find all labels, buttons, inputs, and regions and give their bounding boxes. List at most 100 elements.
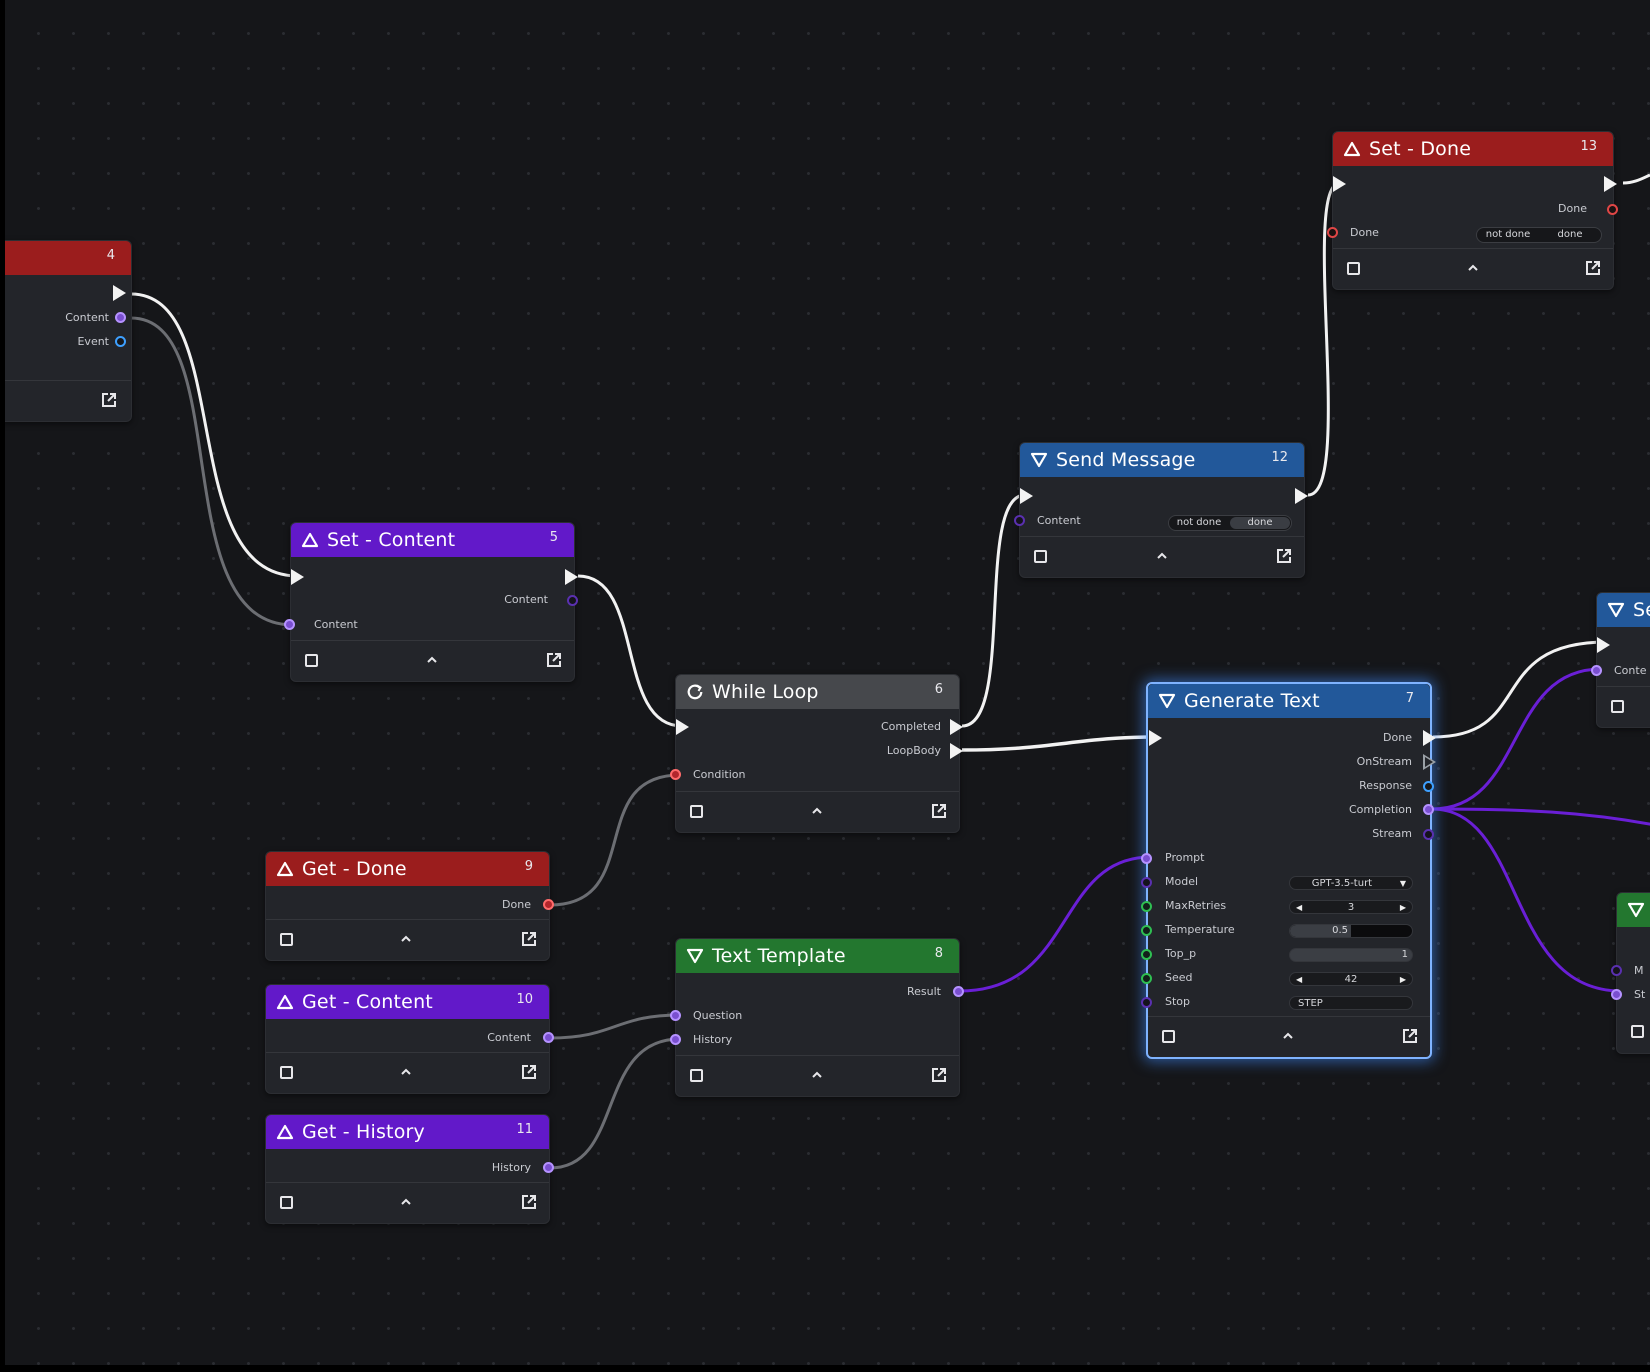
node-partial-green[interactable]: M St bbox=[1611, 892, 1650, 1054]
graph-canvas[interactable]: 4 Content Event Set - Content 5 Content … bbox=[5, 0, 1650, 1365]
content-output-port[interactable] bbox=[115, 312, 126, 323]
square-icon[interactable] bbox=[301, 650, 321, 670]
square-icon[interactable] bbox=[1607, 696, 1627, 716]
open-external-icon[interactable] bbox=[929, 801, 949, 821]
done-output-port[interactable] bbox=[1607, 204, 1618, 215]
square-icon[interactable] bbox=[276, 929, 296, 949]
exec-output-port[interactable] bbox=[113, 285, 126, 301]
open-external-icon[interactable] bbox=[929, 1065, 949, 1085]
exec-output-port[interactable] bbox=[565, 569, 578, 585]
decrement-arrow-icon[interactable]: ◀ bbox=[1296, 902, 1303, 912]
chevron-up-icon[interactable] bbox=[807, 801, 827, 821]
open-external-icon[interactable] bbox=[1583, 258, 1603, 278]
node-get-history[interactable]: Get - History 11 History bbox=[265, 1114, 554, 1224]
content-input-port[interactable] bbox=[1014, 515, 1025, 526]
node-header[interactable]: Get - Done 9 bbox=[266, 852, 549, 886]
model-input-port[interactable] bbox=[1141, 877, 1152, 888]
square-icon[interactable] bbox=[686, 1065, 706, 1085]
maxretries-input-port[interactable] bbox=[1141, 901, 1152, 912]
node-set-done[interactable]: Set - Done 13 Done Done not done done bbox=[1327, 131, 1618, 290]
done-toggle[interactable]: not done done bbox=[1168, 515, 1292, 531]
event-output-port[interactable] bbox=[115, 336, 126, 347]
chevron-up-icon[interactable] bbox=[1152, 546, 1172, 566]
node-header[interactable]: Get - History 11 bbox=[266, 1115, 549, 1149]
open-external-icon[interactable] bbox=[544, 650, 564, 670]
toggle-option-done[interactable]: done bbox=[1557, 229, 1583, 240]
open-external-icon[interactable] bbox=[519, 1192, 539, 1212]
chevron-up-icon[interactable] bbox=[422, 650, 442, 670]
result-output-port[interactable] bbox=[953, 986, 964, 997]
square-icon[interactable] bbox=[1030, 546, 1050, 566]
decrement-arrow-icon[interactable]: ◀ bbox=[1296, 974, 1303, 984]
exec-output-port[interactable] bbox=[1295, 488, 1308, 504]
node-4-header[interactable]: 4 bbox=[5, 241, 131, 275]
content-output-port[interactable] bbox=[543, 1032, 554, 1043]
square-icon[interactable] bbox=[1343, 258, 1363, 278]
node-while-loop[interactable]: While Loop 6 Completed LoopBody Conditio… bbox=[670, 674, 963, 833]
maxretries-stepper[interactable]: ◀ 3 ▶ bbox=[1289, 900, 1413, 914]
completion-output-port[interactable] bbox=[1423, 804, 1434, 815]
input-port-m[interactable] bbox=[1611, 965, 1622, 976]
open-external-icon[interactable] bbox=[99, 390, 119, 410]
done-exec-port[interactable] bbox=[1423, 730, 1436, 746]
prompt-input-port[interactable] bbox=[1141, 853, 1152, 864]
exec-input-port[interactable] bbox=[1597, 637, 1610, 653]
open-external-icon[interactable] bbox=[1274, 546, 1294, 566]
exec-input-port[interactable] bbox=[291, 569, 304, 585]
stream-output-port[interactable] bbox=[1423, 829, 1434, 840]
node-header[interactable]: Set - Content 5 bbox=[291, 523, 574, 557]
history-output-port[interactable] bbox=[543, 1162, 554, 1173]
done-input-port[interactable] bbox=[1327, 227, 1338, 238]
temperature-slider[interactable]: 0.5 bbox=[1289, 924, 1413, 938]
node-get-done[interactable]: Get - Done 9 Done bbox=[265, 851, 554, 961]
chevron-up-icon[interactable] bbox=[396, 1062, 416, 1082]
question-input-port[interactable] bbox=[670, 1010, 681, 1021]
node-partial-right[interactable]: Se Conte bbox=[1591, 592, 1650, 728]
exec-input-port[interactable] bbox=[676, 719, 689, 735]
square-icon[interactable] bbox=[1627, 1021, 1647, 1041]
done-toggle[interactable]: not done done bbox=[1476, 227, 1602, 243]
exec-output-port[interactable] bbox=[1604, 176, 1617, 192]
toggle-option-not-done[interactable]: not done bbox=[1176, 517, 1222, 528]
seed-input-port[interactable] bbox=[1141, 973, 1152, 984]
chevron-up-icon[interactable] bbox=[1278, 1026, 1298, 1046]
square-icon[interactable] bbox=[686, 801, 706, 821]
chevron-up-icon[interactable] bbox=[396, 1192, 416, 1212]
node-header[interactable]: Set - Done 13 bbox=[1333, 132, 1613, 166]
temperature-input-port[interactable] bbox=[1141, 925, 1152, 936]
seed-stepper[interactable]: ◀ 42 ▶ bbox=[1289, 972, 1413, 986]
increment-arrow-icon[interactable]: ▶ bbox=[1399, 902, 1406, 912]
content-output-port[interactable] bbox=[567, 595, 578, 606]
node-header[interactable]: Get - Content 10 bbox=[266, 985, 549, 1019]
model-select[interactable]: GPT-3.5-turt ▼ bbox=[1289, 876, 1413, 890]
condition-input-port[interactable] bbox=[670, 769, 681, 780]
node-header[interactable]: Se bbox=[1597, 593, 1650, 627]
content-input-port[interactable] bbox=[284, 619, 295, 630]
exec-input-port[interactable] bbox=[1020, 488, 1033, 504]
stop-input-port[interactable] bbox=[1141, 997, 1152, 1008]
open-external-icon[interactable] bbox=[1400, 1026, 1420, 1046]
exec-input-port[interactable] bbox=[1333, 176, 1346, 192]
stop-input[interactable]: STEP bbox=[1289, 996, 1413, 1010]
top-p-input-port[interactable] bbox=[1141, 949, 1152, 960]
history-input-port[interactable] bbox=[670, 1034, 681, 1045]
open-external-icon[interactable] bbox=[519, 929, 539, 949]
chevron-up-icon[interactable] bbox=[396, 929, 416, 949]
completed-exec-port[interactable] bbox=[950, 719, 963, 735]
node-text-template[interactable]: Text Template 8 Result Question History bbox=[670, 938, 964, 1097]
content-input-port[interactable] bbox=[1591, 665, 1602, 676]
node-set-content[interactable]: Set - Content 5 Content Content bbox=[284, 522, 578, 682]
onstream-exec-port[interactable] bbox=[1423, 754, 1436, 770]
node-get-content[interactable]: Get - Content 10 Content bbox=[265, 984, 554, 1094]
chevron-up-icon[interactable] bbox=[1463, 258, 1483, 278]
input-port-st[interactable] bbox=[1611, 989, 1622, 1000]
toggle-option-done[interactable]: done bbox=[1230, 517, 1290, 529]
exec-input-port[interactable] bbox=[1149, 730, 1162, 746]
node-4[interactable]: 4 Content Event bbox=[5, 240, 132, 422]
done-output-port[interactable] bbox=[543, 899, 554, 910]
node-header[interactable] bbox=[1617, 893, 1650, 927]
chevron-up-icon[interactable] bbox=[807, 1065, 827, 1085]
node-header[interactable]: Send Message 12 bbox=[1020, 443, 1304, 477]
increment-arrow-icon[interactable]: ▶ bbox=[1399, 974, 1406, 984]
loopbody-exec-port[interactable] bbox=[950, 743, 963, 759]
